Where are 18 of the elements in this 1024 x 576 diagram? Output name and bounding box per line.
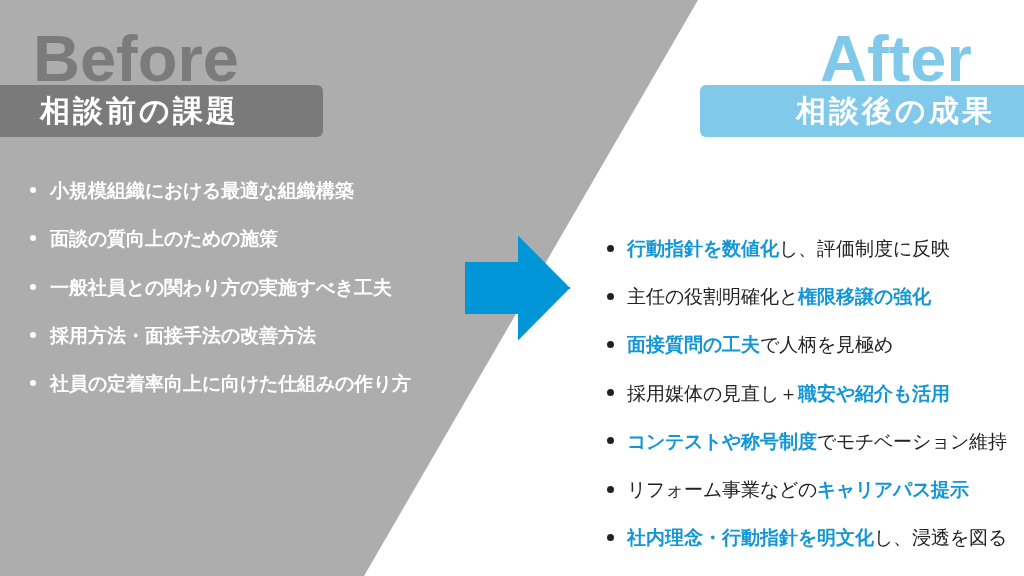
title-banner [700, 85, 1024, 137]
list-item-text: 一般社員との関わり方の実施すべき工夫 [50, 274, 392, 300]
list-item-text: リフォーム事業などのキャリアパス提示 [627, 477, 969, 502]
list-item-text: コンテストや称号制度でモチベーション維持 [627, 428, 1007, 454]
banner-title: 相談前の課題 [40, 93, 239, 129]
list-item-text: 採用方法・面接手法の改善方法 [50, 322, 316, 348]
list-item-text: 面接質問の工夫で人柄を見極め [627, 332, 893, 358]
list-item-text: 社員の定着率向上に向けた仕組みの作り方 [50, 371, 411, 397]
list-item-text: 行動指針を数値化し、評価制度に反映 [627, 236, 950, 261]
list-item-text: 採用媒体の見直し＋職安や紹介も活用 [627, 380, 950, 406]
list-item-text: 面談の質向上のための施策 [50, 226, 278, 252]
banner-title: 相談後の成果 [796, 93, 995, 129]
title-banner [0, 85, 323, 137]
list-item-text: 小規模組織における最適な組織構築 [50, 178, 354, 203]
block-arrow [464, 236, 571, 341]
section-heading: After [820, 34, 972, 85]
list-item-text: 主任の役割明確化と権限移譲の強化 [627, 284, 931, 310]
list-item-text: 社内理念・行動指針を明文化し、浸透を図る [627, 525, 1007, 551]
